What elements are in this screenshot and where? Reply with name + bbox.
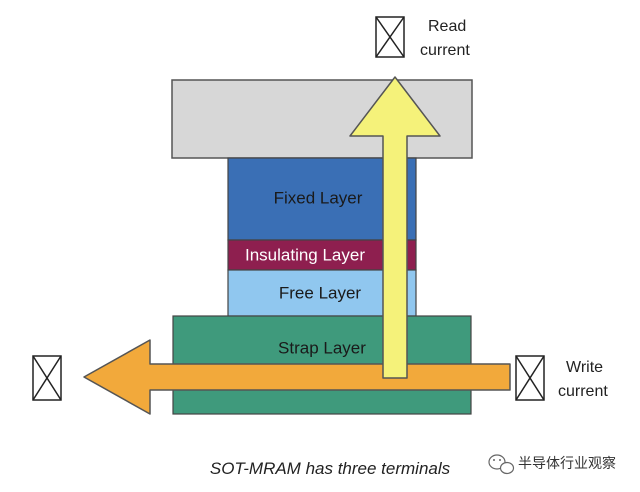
write-current-arrow <box>83 339 511 415</box>
write-terminal-label-line1: Write <box>566 359 603 376</box>
left-terminal-icon <box>32 355 62 401</box>
watermark: 半导体行业观察 <box>488 454 616 475</box>
write-terminal-label-line2: current <box>558 383 608 400</box>
insulating-layer-label: Insulating Layer <box>245 245 365 264</box>
read-terminal-label-line1: Read <box>428 18 466 35</box>
free-layer-label: Free Layer <box>279 283 362 302</box>
wechat-icon <box>488 454 515 475</box>
read-current-arrow <box>349 76 441 379</box>
caption: SOT-MRAM has three terminals <box>210 459 451 478</box>
write-terminal-icon <box>515 355 545 401</box>
strap-layer-label: Strap Layer <box>278 338 366 357</box>
read-terminal-label-line2: current <box>420 42 470 59</box>
read-terminal-icon <box>375 16 405 58</box>
fixed-layer-label: Fixed Layer <box>274 188 363 207</box>
watermark-text: 半导体行业观察 <box>518 455 616 472</box>
